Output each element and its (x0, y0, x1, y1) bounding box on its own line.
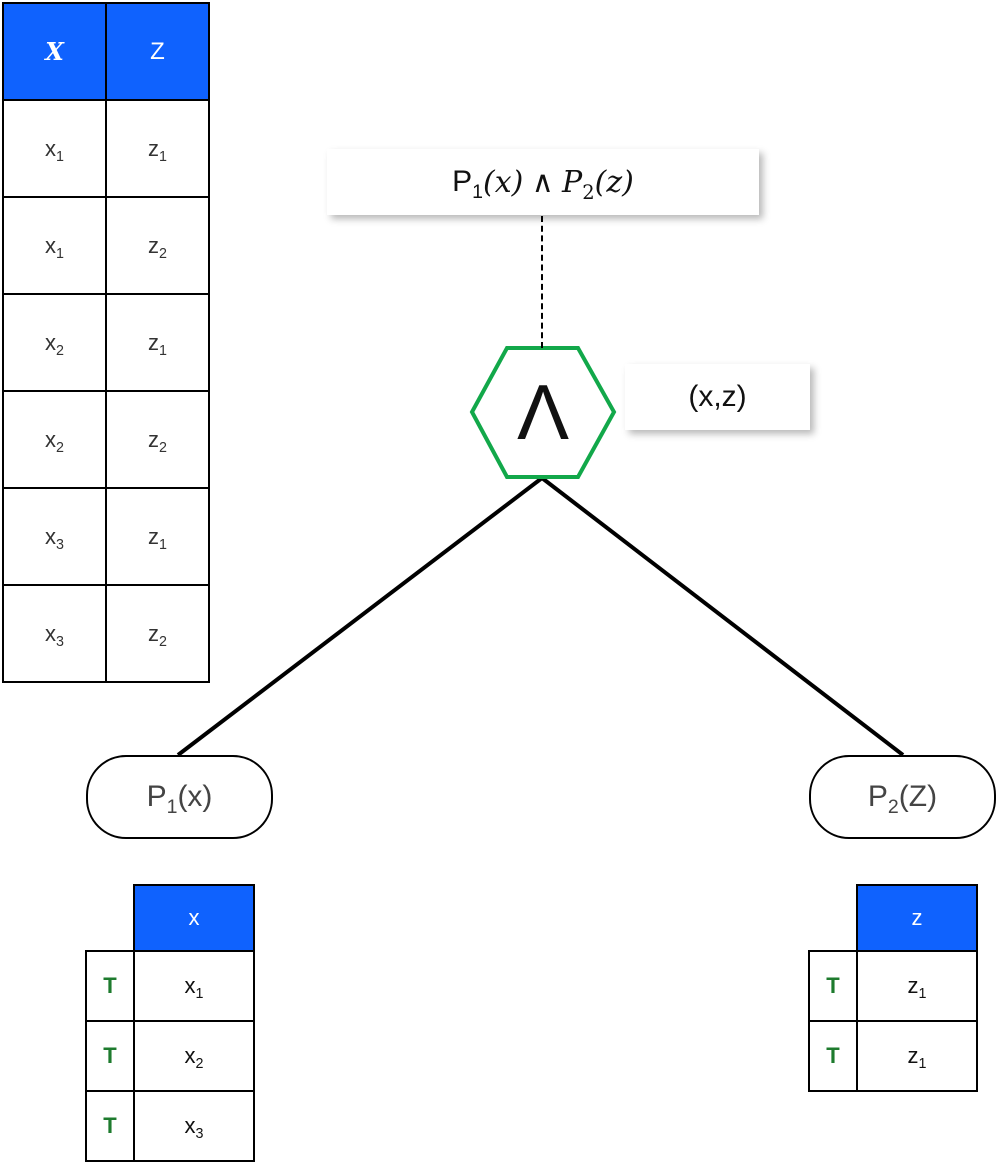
leaf-value: x1 (133, 950, 255, 1022)
leaf-p1-node[interactable]: P1(x) (86, 755, 273, 839)
table-row: x1 z1 (2, 99, 210, 198)
join-cell-z: z1 (105, 99, 210, 198)
join-cell-z: z2 (105, 196, 210, 295)
leaf-p2-pred: P2(Z) (867, 780, 938, 818)
leaf-value: x2 (133, 1020, 255, 1092)
join-header-x: X (2, 2, 107, 101)
truth-flag: T (85, 1020, 135, 1092)
edge-and-to-p1 (176, 476, 544, 757)
and-node-hexagon[interactable] (469, 346, 617, 479)
formula-p2: 𝑃2 (562, 164, 595, 204)
truth-flag: T (808, 950, 858, 1022)
table-row: T z1 (808, 950, 978, 1022)
join-cell-x: x3 (2, 487, 107, 586)
table-row: T x1 (85, 950, 255, 1022)
table-row: x2 z2 (2, 390, 210, 489)
join-header-z: Z (105, 2, 210, 101)
table-row: T x2 (85, 1020, 255, 1092)
truth-flag: T (808, 1020, 858, 1092)
join-cell-z: z2 (105, 390, 210, 489)
truth-flag: T (85, 1090, 135, 1162)
formula-connector (541, 216, 543, 348)
join-cell-x: x2 (2, 293, 107, 392)
join-cell-x: x2 (2, 390, 107, 489)
edge-and-to-p2 (540, 476, 905, 757)
formula-p2-arg: (𝑧) (594, 164, 634, 200)
join-cell-z: z2 (105, 584, 210, 683)
and-symbol: Λ (516, 368, 570, 456)
join-table: X Z x1 z1 x1 z2 x2 z1 x2 z2 x3 z1 x3 z2 (2, 2, 210, 683)
formula-and: ∧ (523, 165, 562, 199)
leaf-value: x3 (133, 1090, 255, 1162)
join-cell-z: z1 (105, 487, 210, 586)
join-cell-x: x1 (2, 196, 107, 295)
join-cell-x: x3 (2, 584, 107, 683)
formula-p1: P1 (452, 165, 484, 203)
leaf-p2-table: z T z1 T z1 (808, 884, 978, 1092)
leaf-p2-node[interactable]: P2(Z) (809, 755, 996, 839)
truth-flag: T (85, 950, 135, 1022)
join-cell-x: x1 (2, 99, 107, 198)
leaf-p1-table-corner (86, 885, 134, 951)
leaf-p1-header-x: x (133, 884, 255, 952)
table-row: x3 z2 (2, 584, 210, 683)
formula-label: P1(𝑥) ∧ 𝑃2(𝑧) (327, 149, 759, 215)
formula-p1-arg: (𝑥) (483, 164, 524, 200)
leaf-p1-pred: P1(x) (146, 780, 213, 818)
table-row: x3 z1 (2, 487, 210, 586)
leaf-p1-table: x T x1 T x2 T x3 (85, 884, 255, 1162)
table-row: x2 z1 (2, 293, 210, 392)
table-row: T x3 (85, 1090, 255, 1162)
leaf-value: z1 (856, 1020, 978, 1092)
table-row: T z1 (808, 1020, 978, 1092)
and-vars-label: (x,z) (625, 364, 810, 430)
leaf-p2-table-corner (809, 885, 857, 951)
leaf-value: z1 (856, 950, 978, 1022)
table-row: x1 z2 (2, 196, 210, 295)
join-cell-z: z1 (105, 293, 210, 392)
leaf-p2-header-z: z (856, 884, 978, 952)
